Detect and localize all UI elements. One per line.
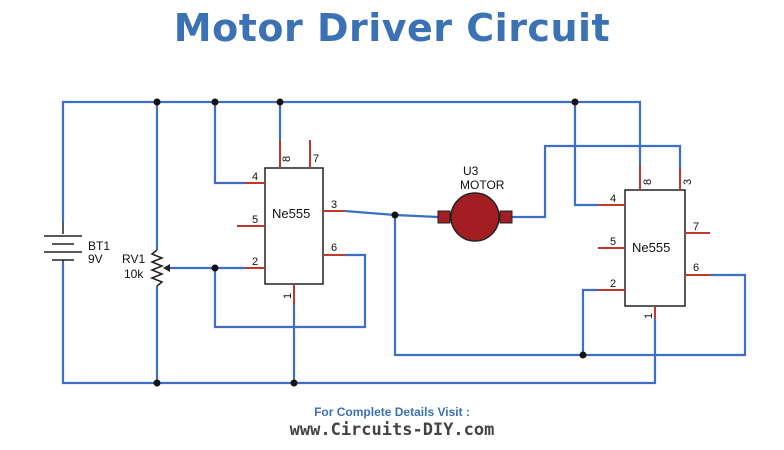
pot-ref: RV1 [122,252,145,266]
ic2-body [624,189,686,307]
ic2-ne555: Ne555 4 5 2 7 6 8 3 1 [598,165,710,319]
ic1-body [264,167,324,285]
junction-dot [153,98,161,106]
ic2-pin7-num: 7 [693,221,699,233]
ic1-pin7-num: 7 [313,153,319,165]
bottom-rail-wire [61,262,657,385]
motor-terminal-left [437,210,451,224]
junction-dot [211,98,219,106]
ic1-pin4-num: 4 [252,171,258,183]
ic2-pin4-num: 4 [610,193,616,205]
junction-dot [153,379,161,387]
wires [61,100,747,385]
motor-ref: U3 [463,164,479,178]
motor-body [450,192,500,242]
ic1-ne555: Ne555 4 5 2 3 6 8 7 1 [237,140,345,305]
ic2-reset-wire [573,102,598,207]
footer-caption: For Complete Details Visit : [314,405,470,419]
ic2-pin8-num: 8 [642,179,654,185]
pot-value: 10k [124,267,144,281]
ic1-pin2-num: 2 [252,256,258,268]
ic1-pin6-num: 6 [331,242,337,254]
junction-dot [571,98,579,106]
ic2-label: Ne555 [632,240,670,255]
ic1-pin5-num: 5 [252,214,258,226]
ic2-pin6-num: 6 [693,262,699,274]
ic2-pin1-num: 1 [643,313,655,319]
motor-terminal-right [499,210,513,224]
ic1-pin1-num: 1 [282,293,294,299]
ic1-label: Ne555 [272,206,310,221]
battery-ref: BT1 [88,239,110,253]
ic1-pin8-num: 8 [281,156,293,162]
ic2-pin2-num: 2 [610,278,616,290]
ic1-reset-wire [213,102,245,185]
potentiometer-rv1: RV1 10k [122,249,170,287]
junction-dot [391,211,399,219]
ic2-pin5-num: 5 [610,236,616,248]
junction-dot [579,351,587,359]
footer-website: www.Circuits-DIY.com [289,420,495,440]
ic2-pin3-num: 3 [682,179,694,185]
ic1-trigger-loop [213,253,367,329]
junction-dot [276,98,284,106]
junction-dot [211,264,219,272]
wiper-arrow [163,264,170,272]
ic1-output-wire [344,209,439,219]
output-branch-wire [393,215,747,357]
ic1-pin3-num: 3 [331,199,337,211]
ic2-trigger-wire [581,288,598,355]
top-rail-wire [61,100,642,222]
motor-to-ic2-wire [512,144,682,219]
resistor-zigzag [149,249,165,287]
junction-dot [290,379,298,387]
page-title: Motor Driver Circuit [173,6,611,50]
battery-value: 9V [88,252,103,266]
junctions [153,98,587,387]
motor-u3: U3 MOTOR [437,164,513,242]
battery-bt1: BT1 9V [44,222,110,266]
motor-type: MOTOR [460,178,505,192]
